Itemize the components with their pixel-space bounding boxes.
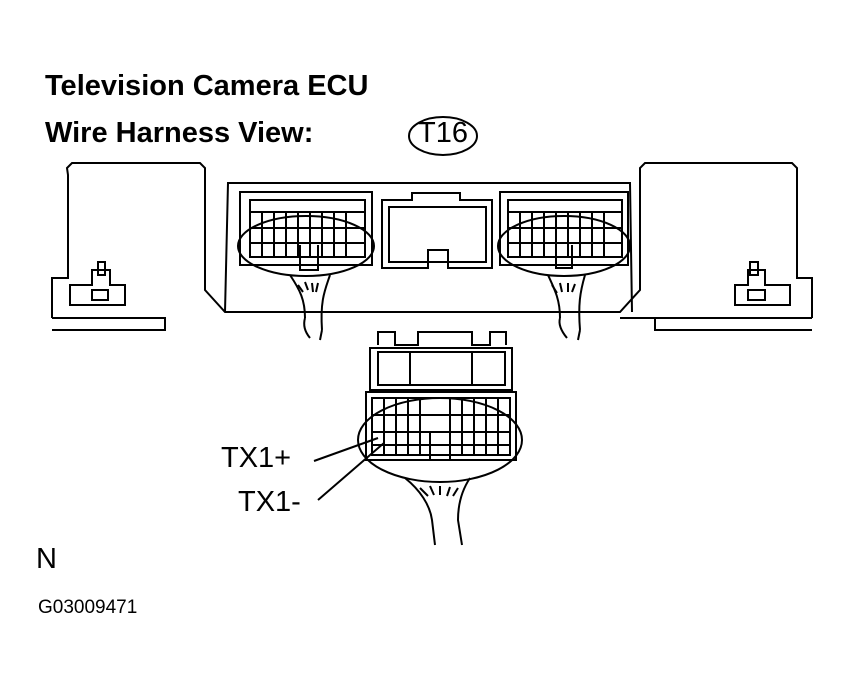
ecu-socket-right (497, 191, 631, 277)
diagram-title: Television Camera ECU (45, 70, 369, 102)
mounting-tab-left (69, 261, 126, 306)
wire-bundle-right (547, 274, 586, 341)
mounting-tab-right (734, 261, 791, 306)
wire-bundle-harness (404, 477, 471, 546)
diagram-subtitle: Wire Harness View: (45, 117, 314, 149)
pin-leader-tx1-plus (313, 437, 379, 462)
pin-label-tx1-minus: TX1- (238, 486, 301, 518)
pin-leader-tx1-minus (317, 442, 385, 501)
wire-bundle-left (289, 274, 331, 341)
pin-label-tx1-plus: TX1+ (221, 442, 292, 474)
orientation-marker: N (36, 543, 57, 575)
connector-id-label: T16 (418, 117, 468, 149)
ecu-socket-left (237, 191, 375, 277)
ecu-housing (51, 162, 813, 331)
connector-id-circle (408, 116, 478, 156)
ecu-socket-center (381, 192, 493, 269)
figure-code: G03009471 (38, 597, 138, 618)
harness-connector (357, 331, 523, 483)
